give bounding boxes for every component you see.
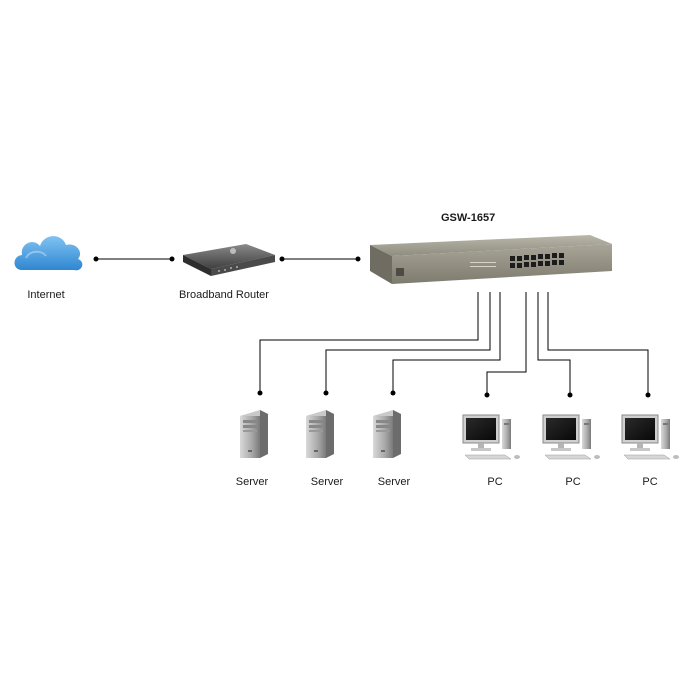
cloud-icon	[14, 236, 83, 271]
connection-lines	[96, 258, 649, 395]
pc-icon	[542, 414, 601, 460]
link-switch-pc-1	[486, 292, 527, 395]
switch-ports	[510, 253, 564, 268]
server-label: Server	[310, 476, 344, 488]
logo-badge	[396, 268, 404, 276]
pc-icon	[621, 414, 680, 460]
switch-model-label: GSW-1657	[441, 212, 496, 224]
router-label: Broadband Router	[179, 289, 269, 301]
link-switch-server-1	[259, 292, 479, 393]
pc-label: PC	[642, 476, 658, 488]
server-icon	[373, 410, 401, 458]
server-label: Server	[377, 476, 411, 488]
link-switch-server-3	[392, 292, 501, 393]
pc-icon	[462, 414, 521, 460]
router-icon	[183, 244, 275, 276]
link-switch-server-2	[325, 292, 491, 393]
internet-label: Internet	[27, 289, 65, 301]
link-switch-pc-2	[537, 292, 571, 395]
server-label: Server	[235, 476, 269, 488]
server-icon	[306, 410, 334, 458]
connection-dots	[93, 256, 651, 398]
pc-label: PC	[487, 476, 503, 488]
link-switch-pc-3	[547, 292, 649, 395]
switch-icon	[370, 235, 612, 284]
pc-label: PC	[565, 476, 581, 488]
server-icon	[240, 410, 268, 458]
